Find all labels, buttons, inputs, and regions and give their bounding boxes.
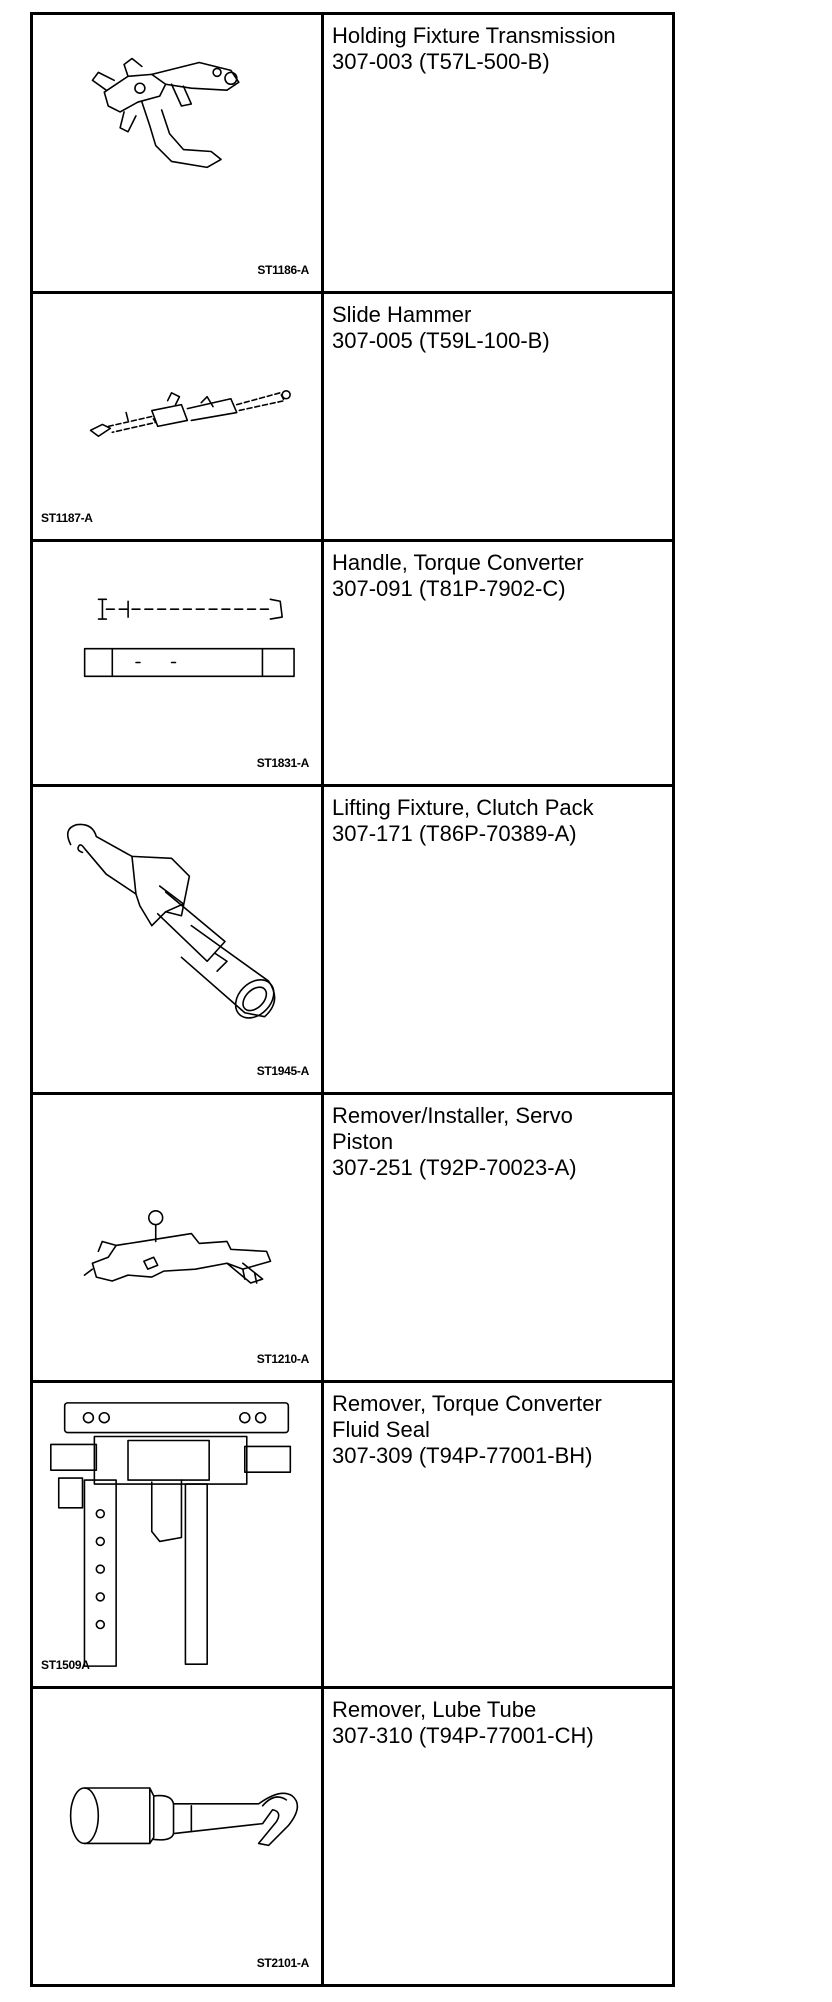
tool-description: Handle, Torque Converter 307-091 (T81P-7… (321, 539, 675, 787)
tool-name: Remover, Torque Converter (332, 1391, 602, 1416)
tool-row: ST2101-A Remover, Lube Tube 307-310 (T94… (30, 1686, 675, 1987)
tool-name: Slide Hammer (332, 302, 472, 327)
figure-code: ST1186-A (257, 263, 309, 277)
tool-row: ST1831-A Handle, Torque Converter 307-09… (30, 539, 675, 787)
figure-code: ST1945-A (256, 1064, 310, 1078)
tool-row: ST1186-A Holding Fixture Transmission 30… (30, 12, 675, 294)
tool-part-number: 307-005 (T59L-100-B) (332, 328, 550, 353)
tool-name: Holding Fixture Transmission (332, 23, 616, 48)
tool-description: Slide Hammer 307-005 (T59L-100-B) (321, 291, 675, 542)
tool-part-number: 307-171 (T86P-70389-A) (332, 821, 577, 846)
figure-code: ST1187-A (41, 511, 93, 525)
slide-hammer-drawing-icon (89, 390, 291, 438)
tool-part-number: 307-251 (T92P-70023-A) (332, 1155, 577, 1180)
tool-row: ST1210-A Remover/Installer, Servo Piston… (30, 1092, 675, 1383)
tool-image-cell: ST1945-A (30, 784, 324, 1095)
torque-converter-handle-drawing-icon (83, 598, 295, 678)
clutch-pack-lifting-fixture-drawing-icon (66, 823, 276, 1019)
tool-description: Lifting Fixture, Clutch Pack 307-171 (T8… (321, 784, 675, 1095)
tool-name: Handle, Torque Converter (332, 550, 584, 575)
tool-part-number: 307-003 (T57L-500-B) (332, 49, 550, 74)
tool-part-number: 307-091 (T81P-7902-C) (332, 576, 566, 601)
tool-name: Remover/Installer, Servo (332, 1103, 573, 1128)
holding-fixture-drawing-icon (91, 57, 240, 169)
fluid-seal-remover-drawing-icon (50, 1402, 292, 1667)
figure-code: ST2101-A (256, 1956, 310, 1970)
figure-code: ST1509A (41, 1658, 90, 1672)
tool-description: Remover, Lube Tube 307-310 (T94P-77001-C… (321, 1686, 675, 1987)
tool-name-continued: Fluid Seal (332, 1417, 430, 1442)
tool-row: ST1187-A Slide Hammer 307-005 (T59L-100-… (30, 291, 675, 542)
servo-piston-remover-installer-drawing-icon (83, 1209, 272, 1284)
tool-image-cell: ST1210-A (30, 1092, 324, 1383)
tool-image-cell: ST1187-A (30, 291, 324, 542)
tool-description: Remover/Installer, Servo Piston 307-251 … (321, 1092, 675, 1383)
tool-description: Holding Fixture Transmission 307-003 (T5… (321, 12, 675, 294)
lube-tube-remover-drawing-icon (69, 1787, 299, 1847)
tool-name: Remover, Lube Tube (332, 1697, 537, 1722)
tool-part-number: 307-309 (T94P-77001-BH) (332, 1443, 593, 1468)
tool-image-cell: ST2101-A (30, 1686, 324, 1987)
tool-row: ST1945-A Lifting Fixture, Clutch Pack 30… (30, 784, 675, 1095)
tool-image-cell: ST1186-A (30, 12, 324, 294)
tool-part-number: 307-310 (T94P-77001-CH) (332, 1723, 594, 1748)
tool-name: Lifting Fixture, Clutch Pack (332, 795, 594, 820)
special-tools-table: ST1186-A Holding Fixture Transmission 30… (30, 12, 675, 1987)
tool-image-cell: ST1509A (30, 1380, 324, 1689)
figure-code: ST1210-A (256, 1352, 310, 1366)
tool-description: Remover, Torque Converter Fluid Seal 307… (321, 1380, 675, 1689)
figure-code: ST1831-A (256, 756, 310, 770)
tool-image-cell: ST1831-A (30, 539, 324, 787)
tool-row: ST1509A Remover, Torque Converter Fluid … (30, 1380, 675, 1689)
tool-name-continued: Piston (332, 1129, 394, 1154)
